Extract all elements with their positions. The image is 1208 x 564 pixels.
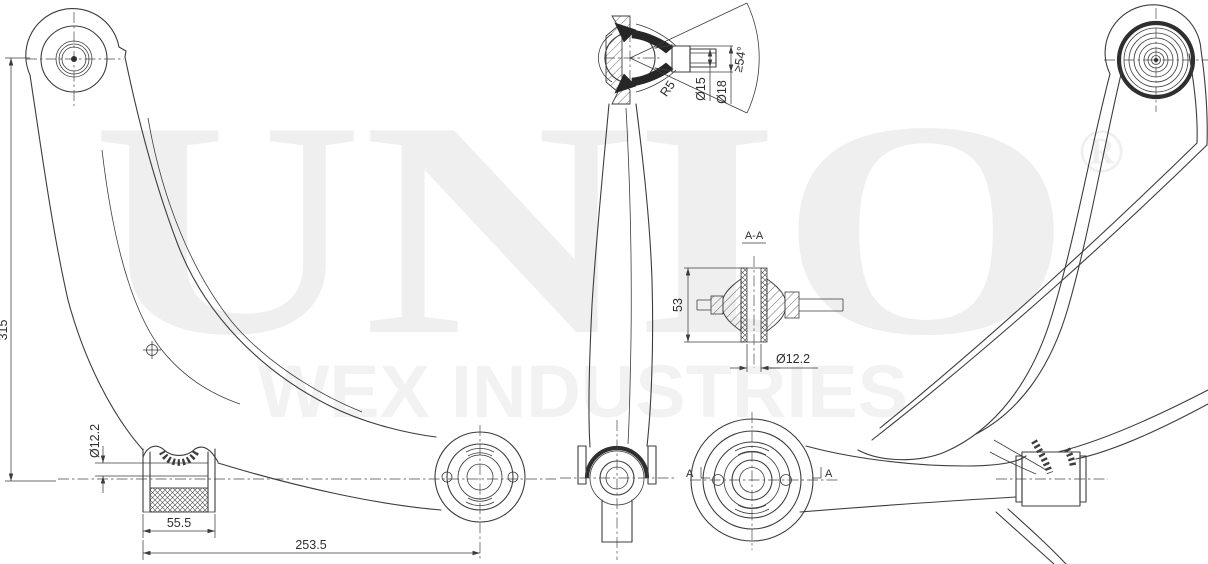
arm-outline-right bbox=[799, 49, 1208, 564]
dim-label-stud-diameter: Ø15 bbox=[694, 77, 708, 101]
boot-lower-lip bbox=[614, 73, 637, 94]
boot-upper-lip bbox=[614, 22, 637, 43]
knurled-band bbox=[159, 450, 199, 466]
dimension-span-253-5: 253.5 bbox=[142, 538, 480, 560]
front-bushing bbox=[142, 445, 219, 513]
boot-upper-section bbox=[631, 29, 674, 54]
ball-stud-pin bbox=[654, 44, 717, 73]
dimension-stud-dia-15: Ø15 bbox=[694, 49, 713, 101]
watermark: UNIO ® WEX INDUSTRIES bbox=[92, 58, 1124, 433]
dim-label-section-bore: Ø12.2 bbox=[776, 352, 810, 366]
section-cut-markers: A A bbox=[686, 467, 833, 480]
top-bushing-coiled bbox=[1104, 4, 1208, 112]
dimension-section-bore: Ø12.2 bbox=[730, 344, 818, 372]
knurled-band-right bbox=[1064, 447, 1077, 467]
knurled-band-left bbox=[1031, 439, 1054, 475]
boot-lower-section bbox=[631, 62, 674, 87]
dim-label-cone-angle: ≥54° bbox=[731, 45, 749, 73]
dimension-width-55-5: 55.5 bbox=[142, 514, 216, 538]
rear-pivot-housing-right bbox=[690, 412, 838, 550]
watermark-registered-icon: ® bbox=[1078, 118, 1124, 186]
rear-bushing-cylinder bbox=[989, 439, 1108, 507]
bushing-hatched-sleeve bbox=[149, 487, 209, 513]
dimension-bushing-height-53: 53 bbox=[671, 267, 745, 343]
top-bushing bbox=[25, 8, 124, 106]
dimension-bore-12-2: Ø12.2 bbox=[88, 424, 150, 493]
section-marker-a-right: A bbox=[825, 468, 833, 480]
arm-shaft-profile bbox=[588, 103, 654, 448]
articulation-cone: ≥54° bbox=[629, 2, 760, 114]
watermark-subtitle-text: WEX INDUSTRIES bbox=[258, 350, 908, 433]
dimension-taper-dia-18: Ø18 bbox=[690, 45, 734, 104]
right-arm-view: A A bbox=[686, 4, 1208, 564]
dim-label-section-height: 53 bbox=[671, 298, 685, 312]
front-bushing-boss bbox=[560, 420, 676, 560]
watermark-brand-text: UNIO bbox=[92, 58, 1072, 399]
section-title: A-A bbox=[745, 230, 764, 242]
section-marker-a-left: A bbox=[686, 468, 694, 480]
dim-label-height: 315 bbox=[0, 320, 10, 341]
section-a-a: A-A 53 Ø12.2 bbox=[671, 230, 844, 372]
arm-outline bbox=[29, 46, 442, 511]
left-arm-view: 315 Ø12.2 55.5 253.5 bbox=[0, 8, 556, 560]
dim-label-bushing-width: 55.5 bbox=[167, 516, 191, 530]
ball-joint-detail: ≥54° R5 Ø15 Ø18 bbox=[598, 2, 760, 114]
dimension-height-315: 315 bbox=[0, 57, 56, 482]
dim-label-arm-span: 253.5 bbox=[295, 538, 326, 552]
dim-label-taper-diameter: Ø18 bbox=[715, 80, 729, 104]
dim-label-bushing-bore: Ø12.2 bbox=[88, 424, 102, 458]
rear-pivot-housing bbox=[434, 425, 526, 560]
side-profile-view: ≥54° R5 Ø15 Ø18 bbox=[560, 2, 844, 560]
